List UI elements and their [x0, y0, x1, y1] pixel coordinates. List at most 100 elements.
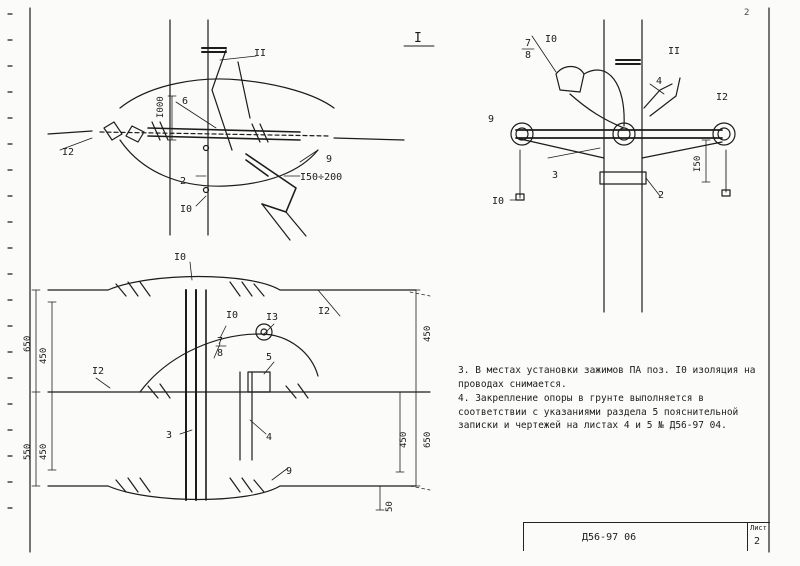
- bottom-wire-arc: [119, 139, 319, 187]
- dim-lines-left: [31, 289, 57, 487]
- top-wire-sag: [107, 275, 281, 291]
- plan-callout-12-top: I2: [318, 306, 330, 317]
- pin-bracket: [643, 77, 681, 117]
- plan-callout-13: I3: [266, 312, 278, 323]
- section-arrow: [219, 55, 257, 61]
- plan-dim-right-450-bottom: 450: [399, 432, 409, 448]
- sheet-cell: Лист 2: [747, 523, 770, 551]
- leaders: [509, 35, 665, 201]
- jumper-arc: [139, 333, 319, 393]
- bracket-end: [261, 203, 307, 241]
- corner-mark: 2: [744, 8, 750, 18]
- notes-section: 3. В местах установки зажимов ПА поз. I0…: [458, 364, 758, 434]
- crossarm: [147, 127, 301, 141]
- note-text: В местах установки зажимов ПА поз. I0 из…: [458, 365, 756, 390]
- plan-dim-right-450-top: 450: [423, 326, 433, 342]
- clamp-ring: [255, 323, 273, 341]
- sheet-label: Лист: [750, 524, 767, 532]
- crossarm: [185, 289, 197, 501]
- brace: [515, 137, 723, 159]
- callout-10: I0: [180, 204, 192, 215]
- top-insulator: [555, 65, 585, 93]
- insulator-top: [115, 281, 265, 297]
- callout-10-top: I0: [545, 34, 557, 45]
- plan-dim-450-bottom: 450: [39, 444, 49, 460]
- plan-dim-550: 550: [23, 444, 33, 460]
- center-insulator-inner: [617, 127, 631, 141]
- insulator-mid: [147, 383, 309, 399]
- note-number: 3.: [458, 365, 470, 376]
- callout-4: 4: [656, 76, 662, 87]
- callout-2: 2: [658, 190, 664, 201]
- insulator-string: [103, 121, 269, 143]
- plan-callout-12-left: I2: [92, 366, 104, 377]
- plan-callout-5: 5: [266, 352, 272, 363]
- plan-callout-4: 4: [266, 432, 272, 443]
- pole-break: [615, 59, 641, 65]
- plan-dim-450-top: 450: [39, 348, 49, 364]
- title-block: Д56-97 06 Лист 2: [523, 522, 770, 551]
- view-one-section-mark: II: [254, 48, 266, 59]
- binding-marks: [7, 13, 13, 509]
- clamp-ring-inner: [260, 328, 268, 336]
- pole-plan: [239, 371, 253, 461]
- plan-callout-9: 9: [286, 466, 292, 477]
- view-two-section-mark: II: [668, 46, 680, 57]
- view-two-drawing: [509, 19, 736, 313]
- wire-dashed: [99, 131, 331, 137]
- callout-2: 2: [180, 176, 186, 187]
- leaders: [95, 261, 341, 481]
- clamp-marker: [202, 144, 210, 152]
- plan-callout-10-top: I0: [174, 252, 186, 263]
- view-one-dim-offset: I50÷200: [300, 172, 342, 183]
- side-insulator-left: [510, 122, 534, 146]
- callout-9: 9: [488, 114, 494, 125]
- leaders: [59, 101, 319, 207]
- note-3: 3. В местах установки зажимов ПА поз. I0…: [458, 364, 758, 391]
- document-code: Д56-97 06: [582, 532, 637, 543]
- plan-view-drawing: [31, 261, 431, 511]
- wire-left: [47, 130, 93, 135]
- plan-callout-10-mid: I0: [226, 310, 238, 321]
- pole: [603, 19, 643, 313]
- callout-10-bottom: I0: [492, 196, 504, 207]
- note-text: Закрепление опоры в грунте выполняется в…: [458, 393, 739, 431]
- callout-8: 8: [525, 50, 531, 61]
- plan-callout-8: 8: [217, 348, 223, 359]
- view-two-dim-height: I50: [693, 156, 703, 172]
- top-wire-arc: [119, 78, 335, 109]
- side-insulator-right: [712, 122, 736, 146]
- bracket: [245, 153, 297, 213]
- sheet-number: 2: [754, 536, 761, 547]
- side-insulator-right-inner: [717, 127, 731, 141]
- callout-3: 3: [552, 170, 558, 181]
- callout-7: 7: [525, 38, 531, 49]
- plan-callout-7: 7: [217, 336, 223, 347]
- insulator-bottom: [115, 477, 265, 493]
- dashed-extensions: [409, 291, 431, 491]
- strut: [211, 49, 251, 151]
- dim-150: [701, 139, 711, 183]
- callout-12: I2: [716, 92, 728, 103]
- bottom-wire-sag: [107, 485, 281, 501]
- center-insulator: [612, 122, 636, 146]
- callout-6: 6: [182, 96, 188, 107]
- dim-lines-right: [375, 289, 421, 511]
- plan-dim-650: 650: [23, 336, 33, 352]
- plan-callout-3: 3: [166, 430, 172, 441]
- tie-wire: [569, 69, 625, 129]
- note-4: 4. Закрепление опоры в грунте выполняетс…: [458, 392, 758, 433]
- view-one-dim-height: I000: [156, 96, 166, 118]
- clamp: [721, 189, 731, 197]
- side-insulator-left-inner: [515, 127, 529, 141]
- callout-9: 9: [326, 154, 332, 165]
- wire-right: [333, 137, 405, 141]
- callout-12: I2: [62, 147, 74, 158]
- dim-1000: [167, 95, 177, 141]
- clamp-marker: [202, 186, 210, 194]
- pole: [169, 19, 209, 236]
- bracket-plate: [247, 371, 271, 393]
- band-clamp: [599, 171, 647, 185]
- plan-dim-right-50: 50: [385, 501, 395, 512]
